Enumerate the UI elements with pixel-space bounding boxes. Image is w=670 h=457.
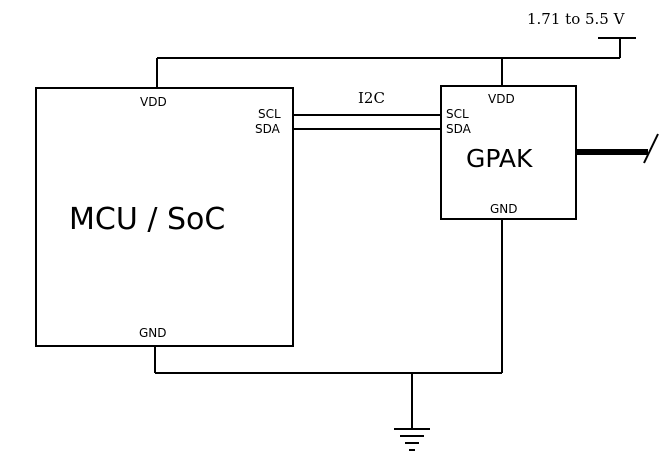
mcu-block (35, 87, 294, 347)
i2c-bus-label: I2C (358, 89, 385, 107)
gpak-title: GPAK (466, 144, 533, 173)
mcu-scl-pin-label: SCL (258, 107, 281, 121)
gpak-vdd-pin-label: VDD (488, 92, 515, 106)
supply-voltage-label: 1.71 to 5.5 V (527, 10, 626, 28)
ground-icon (394, 428, 430, 451)
mcu-sda-pin-label: SDA (255, 122, 281, 136)
gpak-scl-pin-label: SCL (446, 107, 469, 121)
gpak-block (440, 85, 577, 220)
mcu-title: MCU / SoC (69, 202, 225, 237)
gpak-gnd-pin-label: GND (490, 202, 518, 216)
gpak-sda-pin-label: SDA (446, 122, 472, 136)
mcu-vdd-pin-label: VDD (140, 95, 167, 109)
gpak-output-bus-slash (643, 133, 659, 164)
mcu-gnd-pin-label: GND (139, 326, 167, 340)
